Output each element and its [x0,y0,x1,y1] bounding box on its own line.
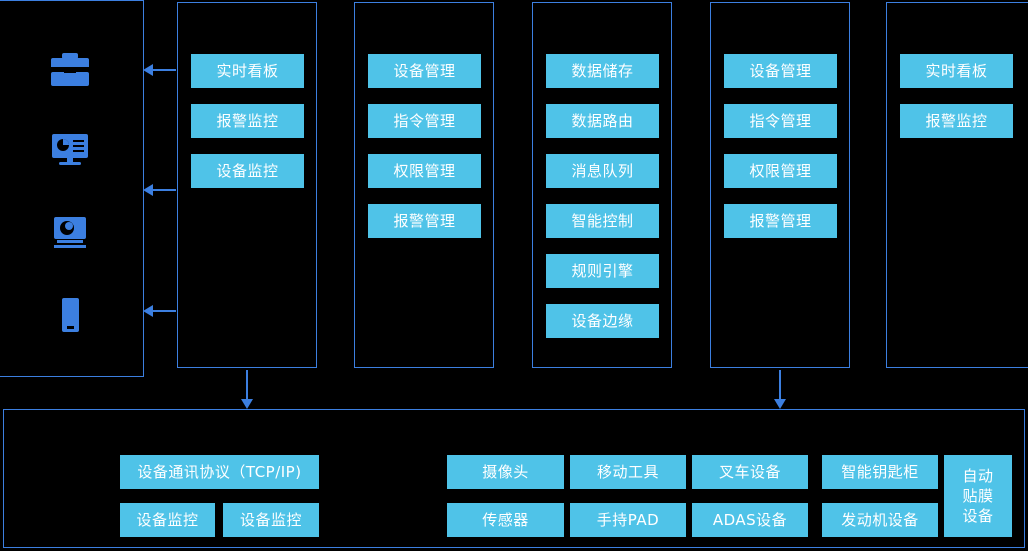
chip-command-management[interactable]: 指令管理 [368,104,481,138]
chip-device-management[interactable]: 设备管理 [368,54,481,88]
chip-alarm-management[interactable]: 报警管理 [368,204,481,238]
column-device-management [354,2,494,368]
chip-data-storage[interactable]: 数据储存 [546,54,659,88]
chip-adas-device[interactable]: ADAS设备 [692,503,808,537]
chip-device-monitor-right[interactable]: 设备监控 [223,503,319,537]
chip-device-protocol[interactable]: 设备通讯协议（TCP/IP) [120,455,319,489]
arrow-to-terminal-2 [143,184,176,196]
chip-device-monitor[interactable]: 设备监控 [191,154,304,188]
device-layer-panel [3,409,1025,548]
chip-device-management-2[interactable]: 设备管理 [724,54,837,88]
chip-data-routing[interactable]: 数据路由 [546,104,659,138]
monitor-icon [48,128,92,172]
chip-realtime-board[interactable]: 实时看板 [191,54,304,88]
chip-device-monitor-left[interactable]: 设备监控 [120,503,215,537]
column-data-platform [532,2,672,368]
chip-message-queue[interactable]: 消息队列 [546,154,659,188]
column-realtime-board [177,2,317,368]
chip-forklift-device[interactable]: 叉车设备 [692,455,808,489]
chip-handheld-pad[interactable]: 手持PAD [570,503,686,537]
arrow-down-left [241,370,253,409]
chip-smart-key-cabinet[interactable]: 智能钥匙柜 [822,455,938,489]
arrow-to-terminal-1 [143,64,176,76]
chip-sensor[interactable]: 传感器 [447,503,564,537]
chip-rule-engine[interactable]: 规则引擎 [546,254,659,288]
chip-device-edge[interactable]: 设备边缘 [546,304,659,338]
chip-realtime-board-2[interactable]: 实时看板 [900,54,1013,88]
arrow-to-terminal-3 [143,305,176,317]
chip-smart-control[interactable]: 智能控制 [546,204,659,238]
chip-mobile-tool[interactable]: 移动工具 [570,455,686,489]
chip-auto-film-device[interactable]: 自动 贴膜 设备 [944,455,1012,537]
chip-alarm-monitor[interactable]: 报警监控 [191,104,304,138]
chip-engine-device[interactable]: 发动机设备 [822,503,938,537]
column-realtime-board-2 [886,2,1028,368]
camera-icon [48,210,92,254]
arrow-down-right [774,370,786,409]
chip-alarm-management-2[interactable]: 报警管理 [724,204,837,238]
column-device-management-2 [710,2,850,368]
chip-camera[interactable]: 摄像头 [447,455,564,489]
toolbox-icon [48,48,92,92]
chip-alarm-monitor-2[interactable]: 报警监控 [900,104,1013,138]
chip-permission-management-2[interactable]: 权限管理 [724,154,837,188]
chip-command-management-2[interactable]: 指令管理 [724,104,837,138]
chip-permission-management[interactable]: 权限管理 [368,154,481,188]
smartphone-icon [48,294,92,338]
